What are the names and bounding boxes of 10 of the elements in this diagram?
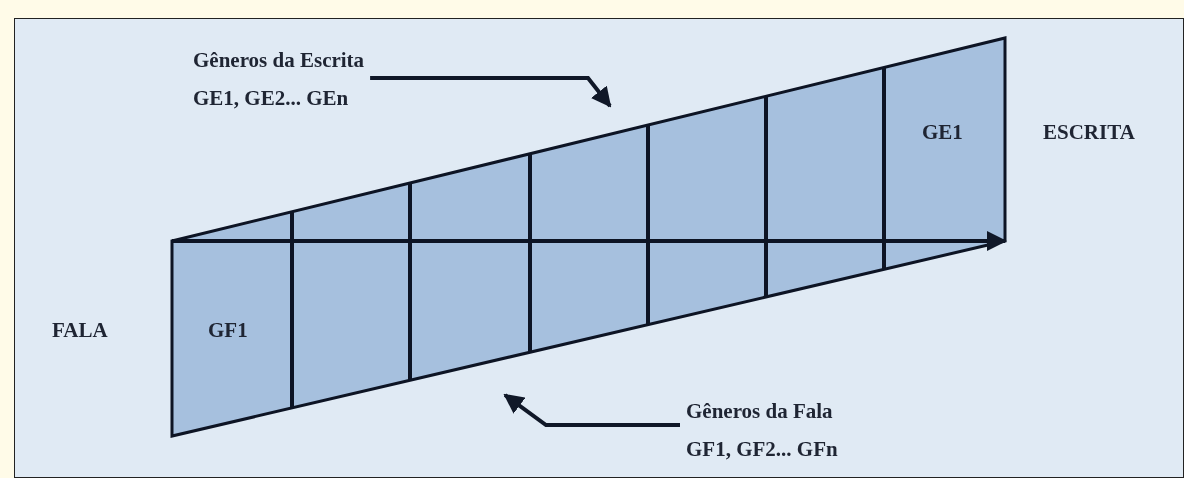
- cell-label: GF1: [208, 317, 248, 344]
- cell-label: GE1: [922, 119, 963, 146]
- leader-arrow: [370, 76, 612, 108]
- callout-text: GE1, GE2... GEn: [193, 85, 349, 112]
- axis-end-label: FALA: [52, 317, 108, 344]
- axis-end-label: ESCRITA: [1043, 119, 1135, 146]
- callout-text: Gêneros da Fala: [686, 398, 833, 425]
- callout-text: GF1, GF2... GFn: [686, 436, 838, 463]
- leader-arrow: [503, 393, 680, 427]
- callout-text: Gêneros da Escrita: [193, 47, 365, 74]
